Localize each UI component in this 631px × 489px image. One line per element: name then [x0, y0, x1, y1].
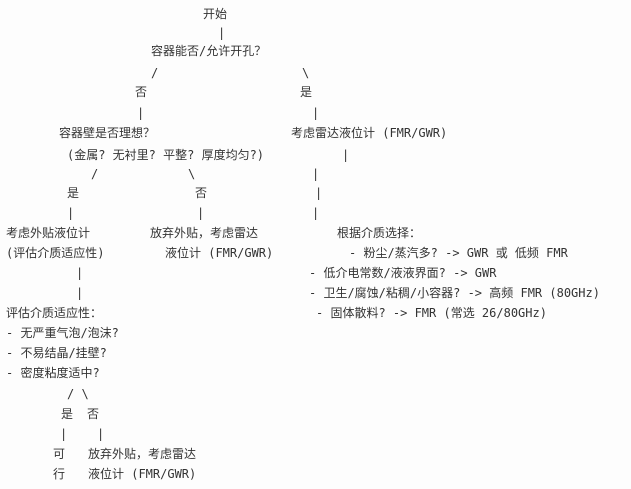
connector-no-final-down: |: [97, 427, 105, 441]
connector-start-down: |: [218, 26, 226, 40]
option-low-dielectric: - 低介电常数/液液界面? -> GWR: [309, 266, 497, 280]
connector-no-wall-down: |: [197, 206, 205, 220]
answer-no-final: 否: [87, 407, 100, 421]
option-sanitary: - 卫生/腐蚀/粘稠/小容器? -> 高频 FMR (80GHz): [309, 286, 600, 300]
connector-wall-left: /: [91, 167, 99, 181]
connector-no-down: |: [137, 106, 145, 120]
connector-radar-down-2: |: [312, 167, 320, 181]
question-wall-detail: (金属? 无衬里? 平整? 厚度均匀?): [67, 148, 265, 162]
eval-title: 评估介质适应性：: [6, 306, 103, 320]
answer-yes-wall: 是: [67, 186, 80, 200]
node-eval-applicability: (评估介质适应性): [6, 246, 105, 260]
question-allow-hole: 容器能否/允许开孔？: [151, 44, 267, 58]
connector-right-branch: \: [302, 66, 310, 80]
connector-external-down-1: |: [76, 266, 84, 280]
answer-no-top: 否: [135, 85, 148, 99]
eval-density: - 密度粘度适中?: [6, 366, 100, 380]
connector-radar-down-4: |: [312, 206, 320, 220]
eval-bubbles: - 无严重气泡/泡沫?: [6, 326, 119, 340]
result-abandon-1: 放弃外贴，考虑雷达: [88, 447, 197, 461]
node-consider-radar: 考虑雷达液位计 (FMR/GWR): [291, 126, 448, 140]
node-abandon-external-2: 液位计 (FMR/GWR): [165, 246, 274, 260]
option-solid-bulk: - 固体散料? -> FMR (常选 26/80GHz): [316, 306, 547, 320]
answer-yes-final: 是: [61, 407, 74, 421]
connector-external-down-2: |: [76, 286, 84, 300]
result-abandon-2: 液位计 (FMR/GWR): [88, 467, 197, 481]
connector-yes-wall-down: |: [67, 206, 75, 220]
connector-yes-down: |: [312, 106, 320, 120]
result-feasible-2: 行: [53, 467, 66, 481]
connector-radar-down-1: |: [342, 148, 350, 162]
answer-yes-top: 是: [300, 85, 313, 99]
node-start: 开始: [203, 7, 228, 21]
connector-wall-right: \: [188, 167, 196, 181]
node-abandon-external-1: 放弃外贴，考虑雷达: [150, 226, 259, 240]
option-dust-steam: - 粉尘/蒸汽多? -> GWR 或 低频 FMR: [349, 246, 568, 260]
connector-final-split: / \: [67, 387, 89, 401]
connector-yes-final-down: |: [60, 427, 68, 441]
question-wall-ideal: 容器壁是否理想？: [59, 126, 156, 140]
connector-left-branch: /: [151, 66, 159, 80]
node-choose-by-medium: 根据介质选择：: [337, 226, 422, 240]
result-feasible-1: 可: [53, 447, 66, 461]
node-consider-external: 考虑外贴液位计: [6, 226, 91, 240]
eval-crystal: - 不易结晶/挂壁?: [6, 346, 107, 360]
connector-radar-down-3: |: [315, 186, 323, 200]
answer-no-wall: 否: [195, 186, 208, 200]
